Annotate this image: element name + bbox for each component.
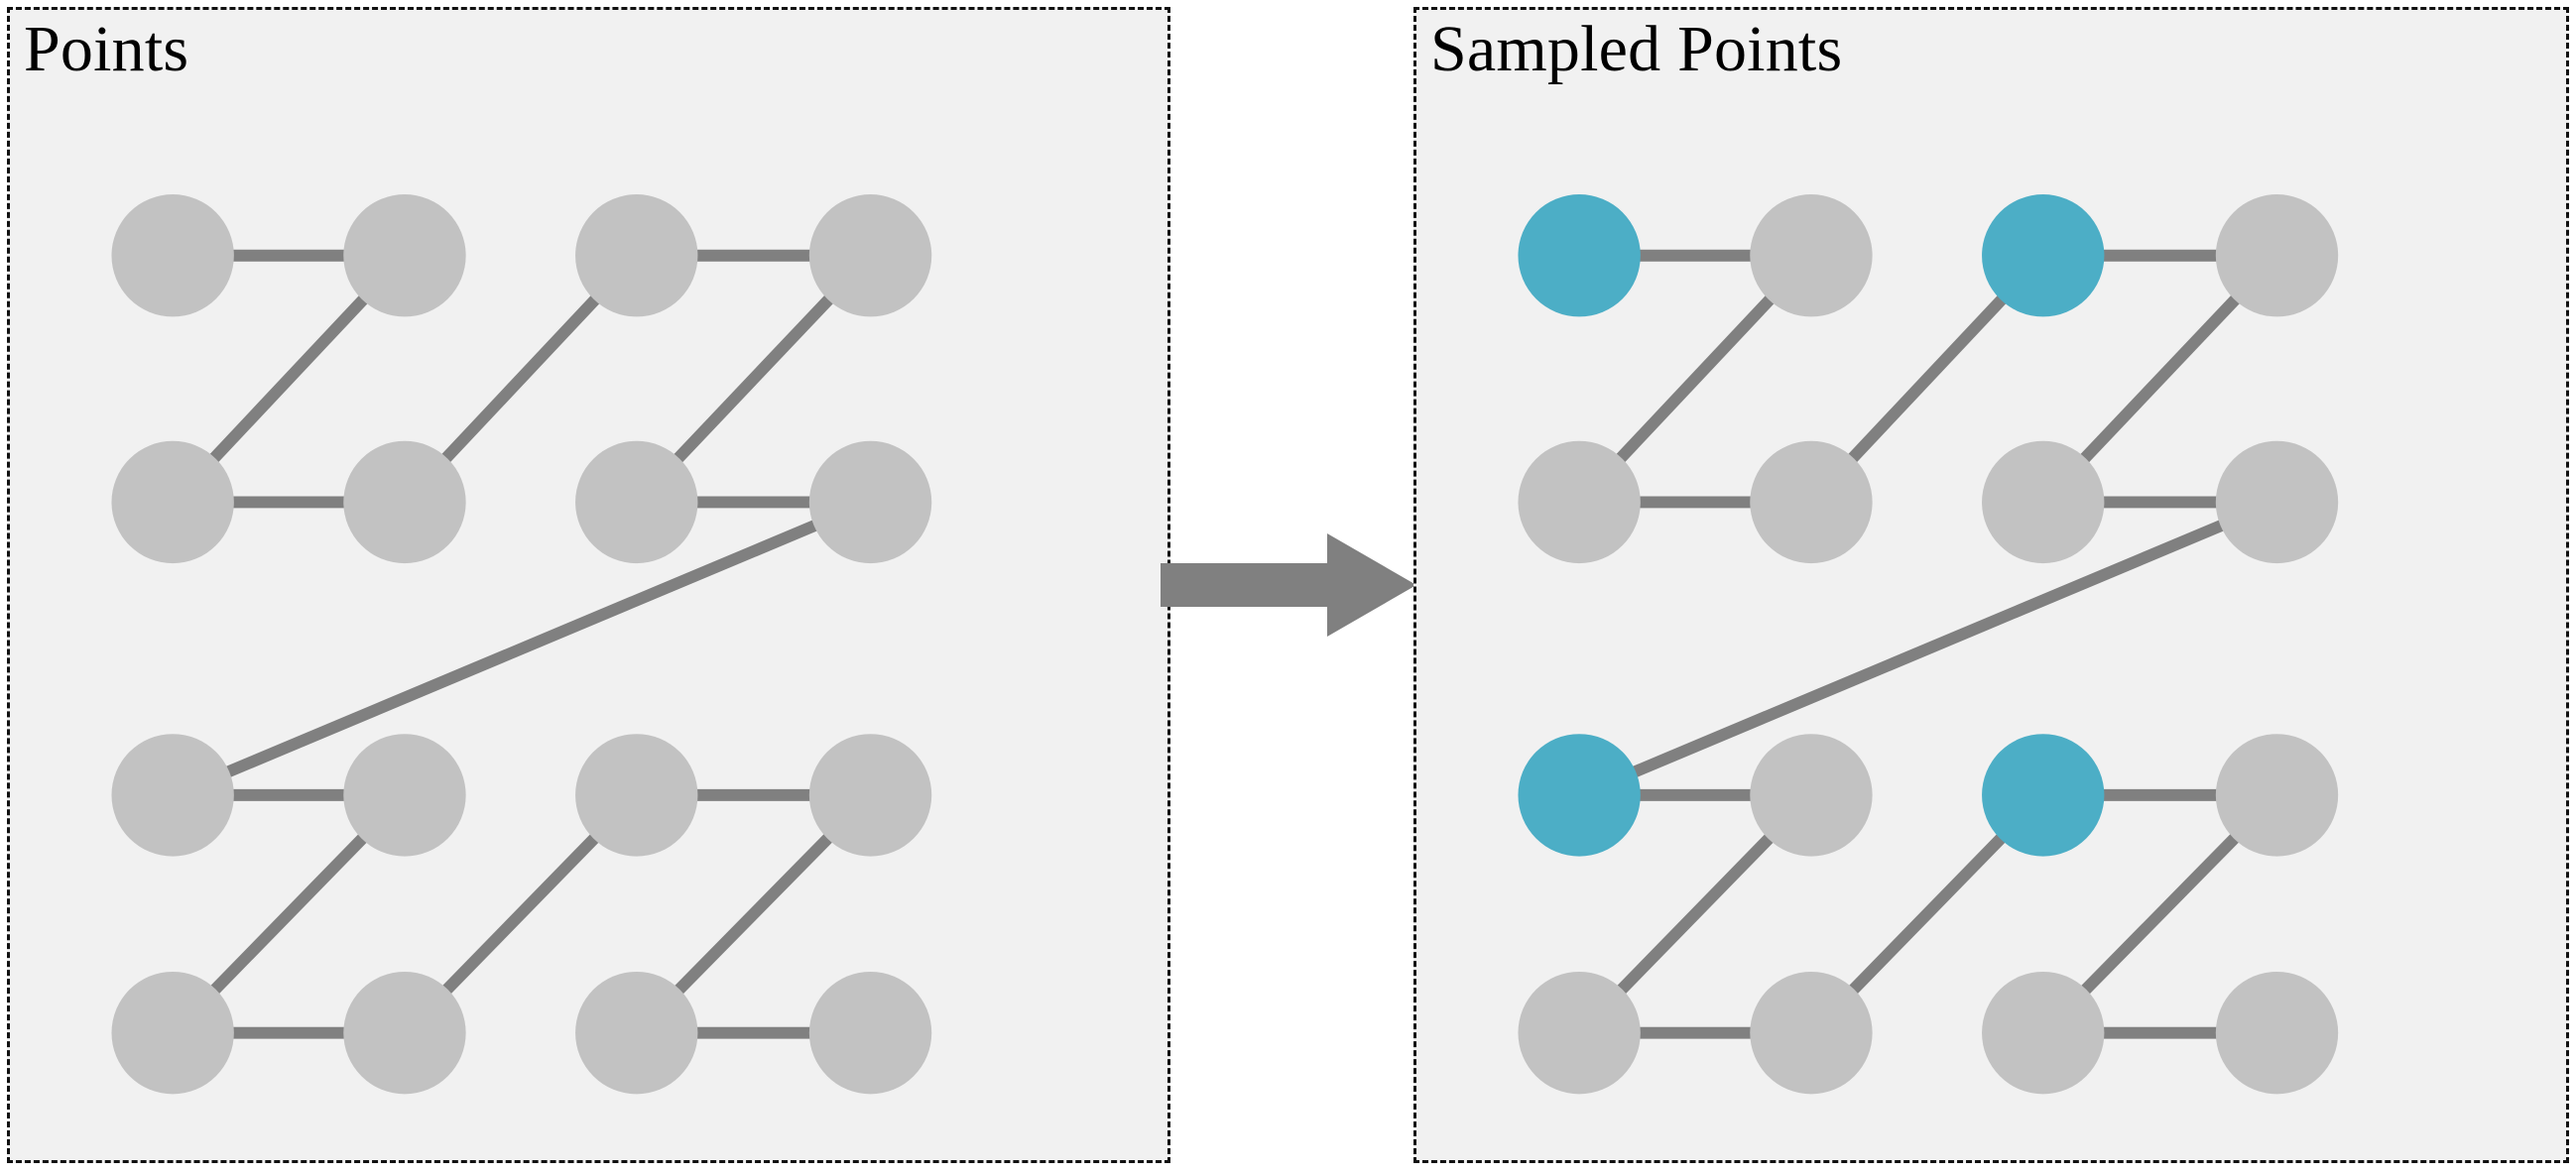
point-node[interactable] xyxy=(1982,971,2105,1095)
sampled-node[interactable] xyxy=(1982,194,2105,317)
point-node[interactable] xyxy=(575,194,698,317)
point-node[interactable] xyxy=(1750,194,1873,317)
arrow-icon xyxy=(1161,533,1416,637)
point-node[interactable] xyxy=(111,194,234,317)
point-node[interactable] xyxy=(808,734,932,857)
point-node[interactable] xyxy=(343,971,466,1095)
sampled-node[interactable] xyxy=(1982,734,2105,857)
point-node[interactable] xyxy=(808,194,932,317)
point-node[interactable] xyxy=(1750,971,1873,1095)
points-graph xyxy=(111,194,932,1095)
point-node[interactable] xyxy=(2215,971,2339,1095)
sampled-points-graph xyxy=(1518,194,2339,1095)
point-node[interactable] xyxy=(343,440,466,564)
graph-edge xyxy=(170,496,873,801)
sampled-node[interactable] xyxy=(1518,734,1641,857)
point-node[interactable] xyxy=(808,440,932,564)
point-node[interactable] xyxy=(343,194,466,317)
point-node[interactable] xyxy=(111,734,234,857)
point-node[interactable] xyxy=(111,440,234,564)
point-node[interactable] xyxy=(808,971,932,1095)
panel-points: Points xyxy=(7,7,1170,1163)
process-arrow xyxy=(1161,516,1418,654)
panel-sampled-points-title: Sampled Points xyxy=(1430,13,1843,85)
point-node[interactable] xyxy=(1518,440,1641,564)
point-node[interactable] xyxy=(1982,440,2105,564)
point-node[interactable] xyxy=(2215,734,2339,857)
node-layer xyxy=(1518,194,2339,1095)
edge-layer xyxy=(1574,249,2281,1039)
point-node[interactable] xyxy=(111,971,234,1095)
point-node[interactable] xyxy=(2215,440,2339,564)
point-node[interactable] xyxy=(2215,194,2339,317)
point-node[interactable] xyxy=(343,734,466,857)
point-node[interactable] xyxy=(1518,971,1641,1095)
point-node[interactable] xyxy=(575,734,698,857)
panel-sampled-points: Sampled Points xyxy=(1413,7,2569,1163)
point-node[interactable] xyxy=(1750,440,1873,564)
graph-edge xyxy=(1576,496,2279,801)
panel-points-title: Points xyxy=(24,13,189,85)
point-node[interactable] xyxy=(575,971,698,1095)
point-node[interactable] xyxy=(1750,734,1873,857)
point-node[interactable] xyxy=(575,440,698,564)
sampled-node[interactable] xyxy=(1518,194,1641,317)
edge-layer xyxy=(168,249,875,1039)
node-layer xyxy=(111,194,932,1095)
